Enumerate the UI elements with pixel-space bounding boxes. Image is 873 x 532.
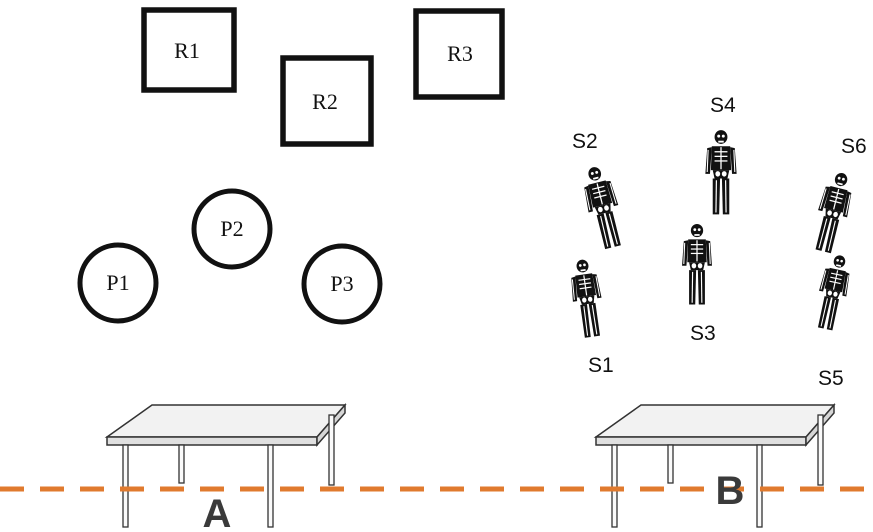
- table-a-label: A: [203, 492, 232, 532]
- square-r2: R2: [280, 55, 374, 147]
- skeleton-s2-label: S2: [572, 130, 598, 153]
- circle-p3-label: P3: [330, 271, 353, 296]
- skeleton-s5-icon: [810, 252, 855, 333]
- circle-p2: P2: [191, 188, 273, 270]
- square-r3-label: R3: [447, 41, 473, 66]
- skeleton-s1-label: S1: [588, 354, 614, 377]
- skeleton-s3-label: S3: [690, 322, 716, 345]
- skeleton-s6-label: S6: [841, 135, 867, 158]
- table-b-label: B: [716, 469, 745, 513]
- skeleton-s4-icon: [704, 129, 738, 215]
- circle-p2-label: P2: [220, 216, 243, 241]
- skeleton-s3-icon: [681, 223, 713, 306]
- square-r1-label: R1: [174, 38, 200, 63]
- skeleton-s2-icon: [577, 162, 629, 252]
- skeleton-s1-icon: [566, 257, 608, 340]
- square-r3: R3: [413, 8, 505, 100]
- circle-p1: P1: [77, 242, 159, 324]
- circle-p1-label: P1: [106, 270, 129, 295]
- square-r2-label: R2: [312, 89, 338, 114]
- skeleton-s4-label: S4: [710, 94, 736, 117]
- square-r1: R1: [141, 7, 237, 93]
- circle-p3: P3: [301, 243, 383, 325]
- skeleton-s6-icon: [808, 168, 858, 256]
- skeleton-s5-label: S5: [818, 367, 844, 390]
